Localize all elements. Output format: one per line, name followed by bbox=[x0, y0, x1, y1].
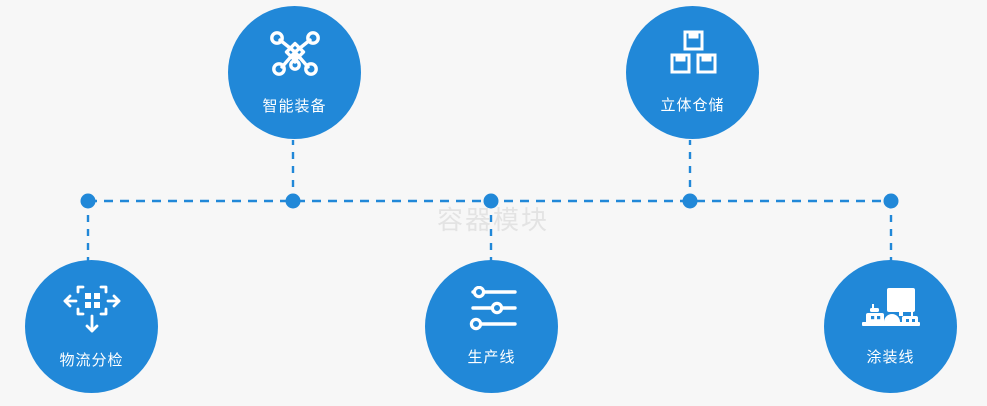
node-label-tuzhuang-xian: 涂装线 bbox=[866, 349, 915, 366]
network-nodes-icon bbox=[268, 29, 322, 79]
node-label-shengchan-xian: 生产线 bbox=[467, 349, 516, 366]
node-liti-cangchu[interactable]: 立体仓储 bbox=[626, 6, 759, 139]
node-label-zhineng-zhuangbei: 智能装备 bbox=[262, 98, 327, 115]
node-wuliu-fenjian[interactable]: 物流分检 bbox=[25, 260, 158, 393]
node-zhineng-zhuangbei[interactable]: 智能装备 bbox=[228, 6, 361, 139]
sorting-scan-icon bbox=[63, 283, 121, 335]
watermark-text: 容器模块 bbox=[437, 205, 550, 235]
node-label-liti-cangchu: 立体仓储 bbox=[660, 97, 725, 114]
joint-dot-zhineng-zhuangbei bbox=[285, 193, 301, 209]
factory-machine-icon bbox=[860, 286, 922, 332]
node-shengchan-xian[interactable]: 生产线 bbox=[425, 260, 558, 393]
node-tuzhuang-xian[interactable]: 涂装线 bbox=[824, 260, 957, 393]
sliders-icon bbox=[463, 285, 521, 332]
joint-dot-wuliu-fenjian bbox=[80, 193, 96, 209]
stacked-boxes-icon bbox=[667, 30, 719, 78]
joint-dot-liti-cangchu bbox=[682, 193, 698, 209]
node-label-wuliu-fenjian: 物流分检 bbox=[59, 352, 124, 369]
joint-dot-tuzhuang-xian bbox=[883, 193, 899, 209]
